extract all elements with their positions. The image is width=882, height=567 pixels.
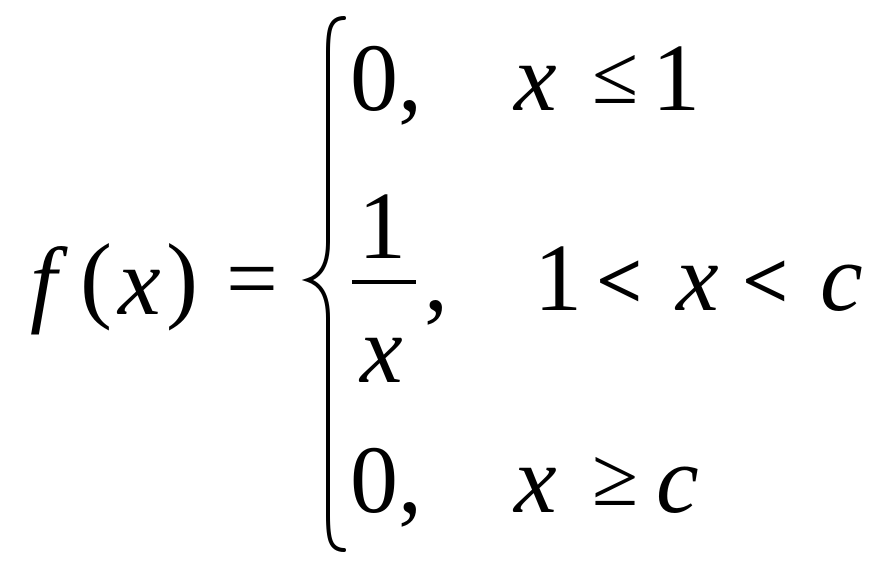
case-1-bound: 1 (652, 24, 700, 131)
case-2-numerator: 1 (358, 172, 406, 279)
case-1-value: 0 (350, 24, 398, 131)
close-paren: ) (166, 224, 198, 331)
case-3-operator: ≥ (592, 431, 639, 524)
case-1-var: x (514, 24, 557, 131)
equals-sign: = (226, 227, 278, 329)
case-3-value: 0 (350, 426, 398, 533)
case-2-lower-bound: 1 (534, 224, 582, 331)
left-brace-icon (301, 16, 346, 552)
open-paren: ( (80, 224, 112, 331)
case-2-denominator: x (360, 296, 403, 403)
case-3-bound: c (656, 426, 699, 533)
case-2-fraction-bar (352, 280, 416, 284)
case-3-var: x (514, 426, 557, 533)
case-3-comma: , (398, 426, 422, 533)
case-2-comma: , (424, 224, 448, 331)
function-name: f (30, 228, 57, 335)
case-1-operator: ≤ (592, 29, 639, 122)
case-2-operator-2: < (742, 235, 789, 326)
lhs-variable: x (118, 228, 161, 335)
case-2-var: x (676, 224, 719, 331)
case-2-upper-bound: c (820, 224, 863, 331)
case-2-operator-1: < (596, 235, 643, 326)
case-1-comma: , (398, 24, 422, 131)
